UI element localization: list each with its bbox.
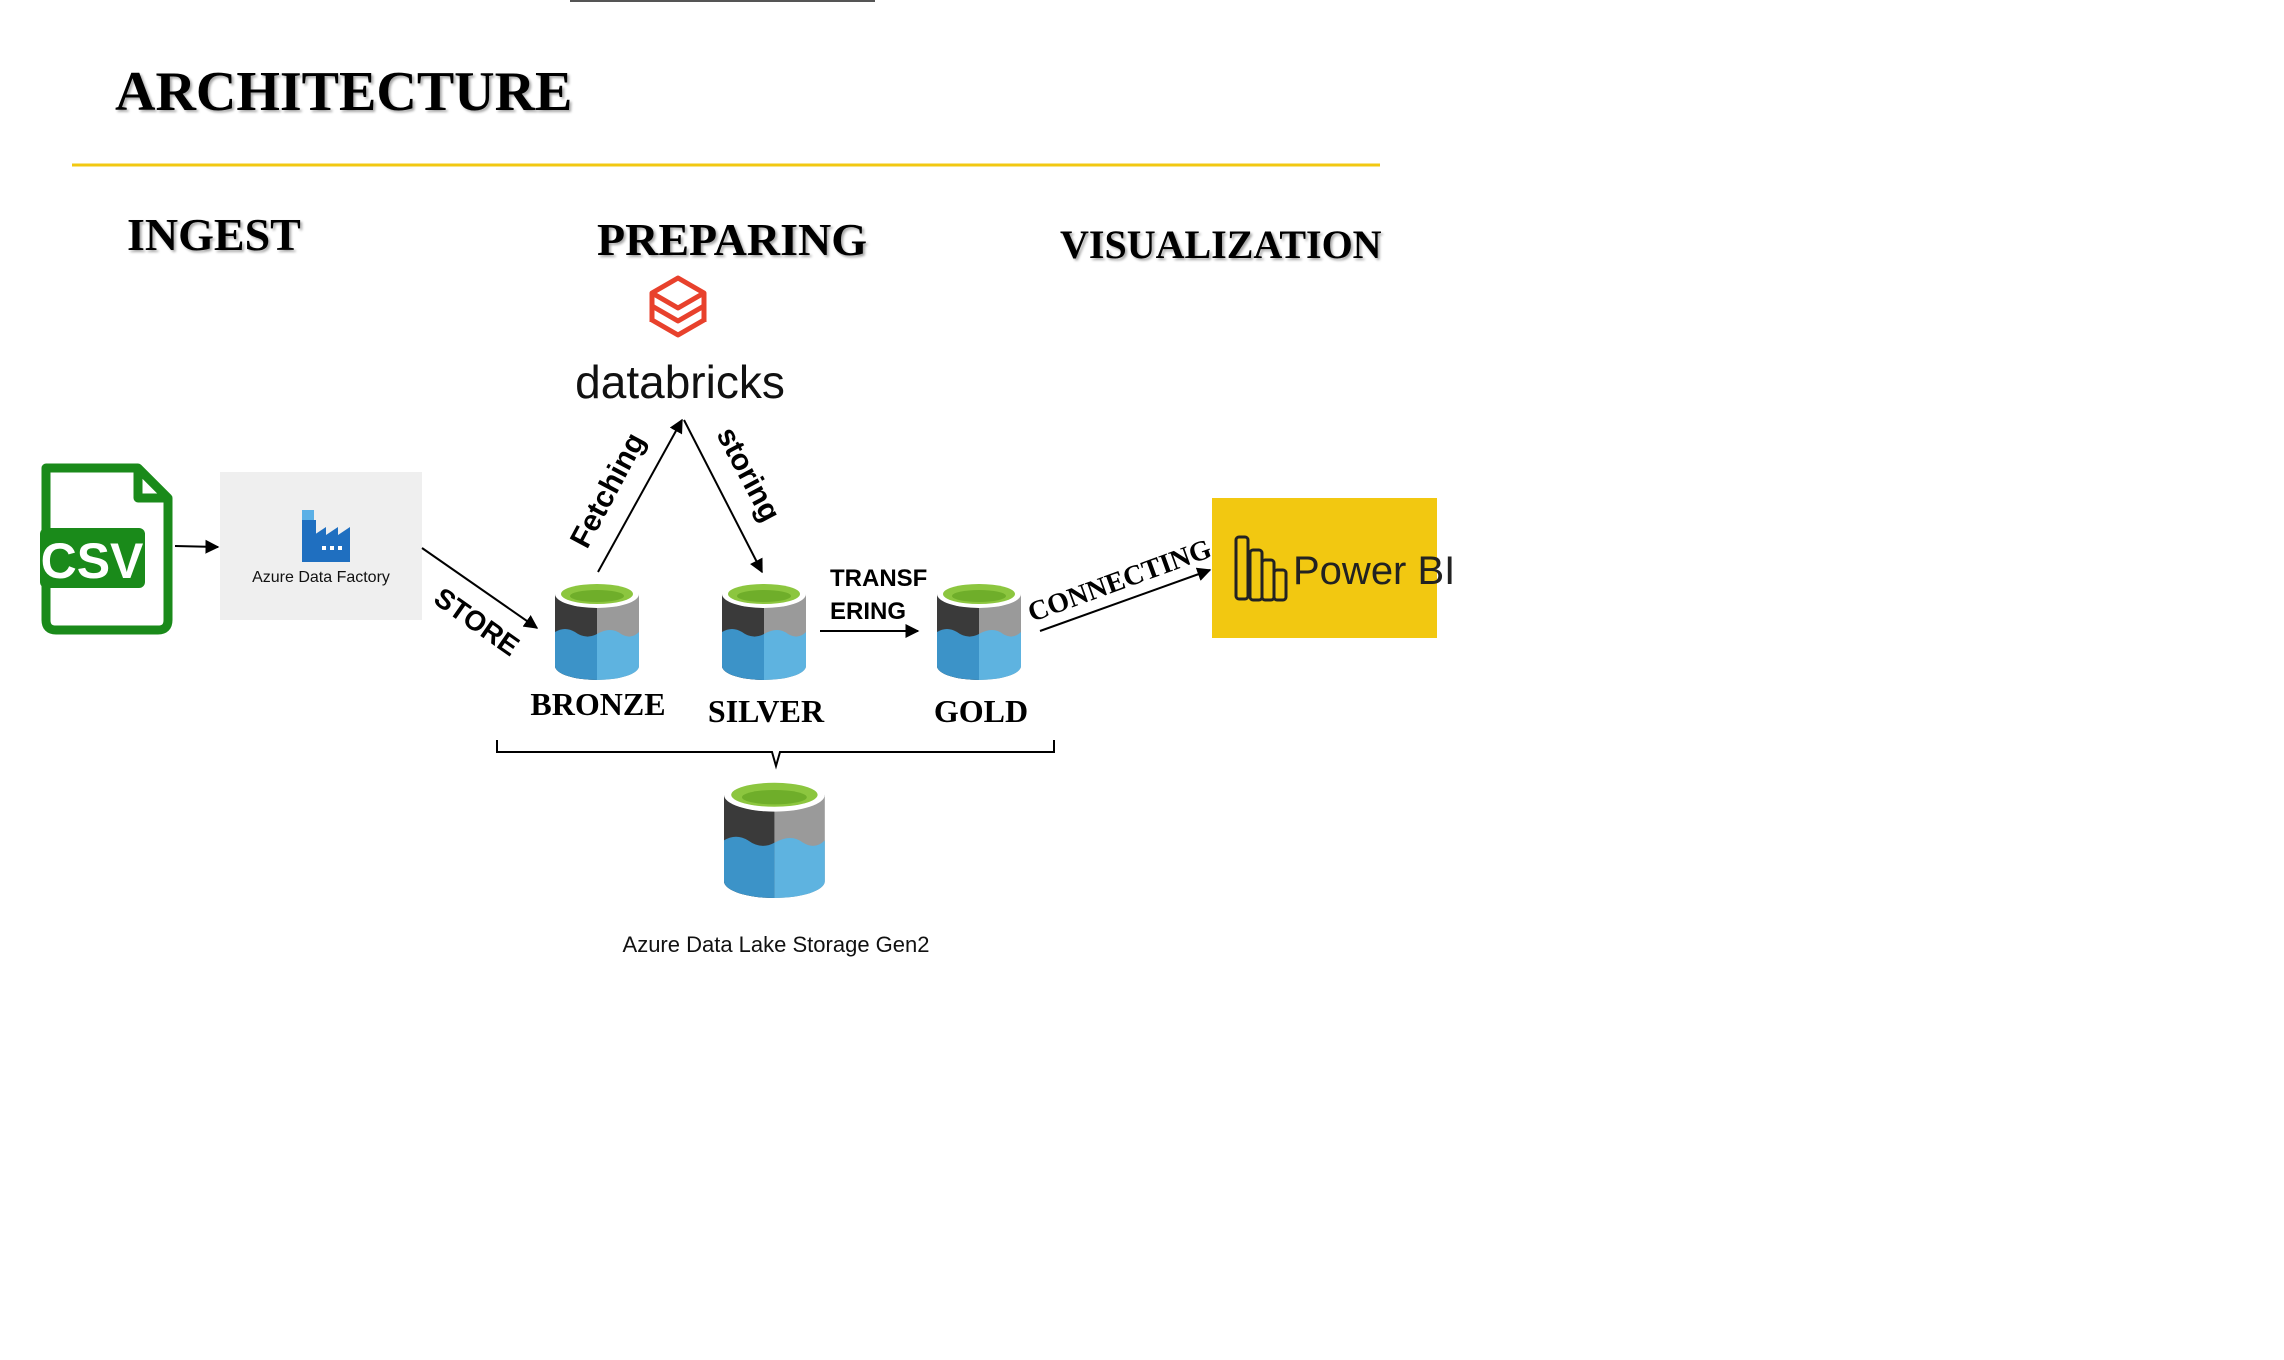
- edge-label-transforming-1: TRANSF: [830, 565, 927, 592]
- section-preparing: PREPARING: [597, 214, 867, 265]
- databricks-node: databricks: [575, 275, 785, 408]
- csv-label: CSV: [41, 533, 144, 589]
- databricks-label: databricks: [575, 356, 785, 408]
- csv-file-icon: CSV: [40, 463, 173, 635]
- databricks-layers-icon: [649, 275, 707, 338]
- edge-label-connecting: CONNECTING: [1024, 533, 1216, 628]
- bronze-node: BRONZE: [530, 580, 666, 722]
- adf-label: Azure Data Factory: [252, 569, 390, 586]
- powerbi-node: Power BI: [1212, 498, 1455, 638]
- silver-node: SILVER: [708, 580, 825, 729]
- powerbi-bars-icon: [1234, 535, 1288, 602]
- gold-node: GOLD: [934, 580, 1028, 729]
- section-visualization: VISUALIZATION: [1060, 222, 1382, 267]
- edge-gold-powerbi: [1039, 567, 1212, 632]
- powerbi-label: Power BI: [1293, 549, 1455, 593]
- edge-label-store: STORE: [429, 582, 525, 662]
- adls-label: Azure Data Lake Storage Gen2: [623, 932, 930, 957]
- factory-icon: [302, 510, 350, 562]
- bronze-storage-icon: [555, 580, 639, 680]
- adls-storage-icon: [724, 778, 825, 898]
- adf-node: Azure Data Factory: [220, 472, 422, 620]
- edge-csv-adf: [174, 539, 220, 554]
- adls-node: Azure Data Lake Storage Gen2: [623, 778, 930, 957]
- gold-label: GOLD: [934, 693, 1028, 729]
- edge-label-transforming-2: ERING: [830, 598, 906, 625]
- edge-adf-bronze: [421, 547, 539, 629]
- silver-label: SILVER: [708, 693, 825, 729]
- edge-databricks-silver: [683, 419, 763, 574]
- page-title: ARCHITECTURE: [115, 61, 572, 123]
- layer-brace: [496, 740, 1055, 770]
- edge-label-fetching: Fetching: [564, 427, 652, 553]
- gold-storage-icon: [937, 580, 1021, 680]
- silver-storage-icon: [722, 580, 806, 680]
- section-ingest: INGEST: [127, 209, 301, 260]
- edge-bronze-databricks: [597, 418, 683, 573]
- bronze-label: BRONZE: [530, 686, 665, 722]
- edge-label-storing: storing: [710, 422, 787, 527]
